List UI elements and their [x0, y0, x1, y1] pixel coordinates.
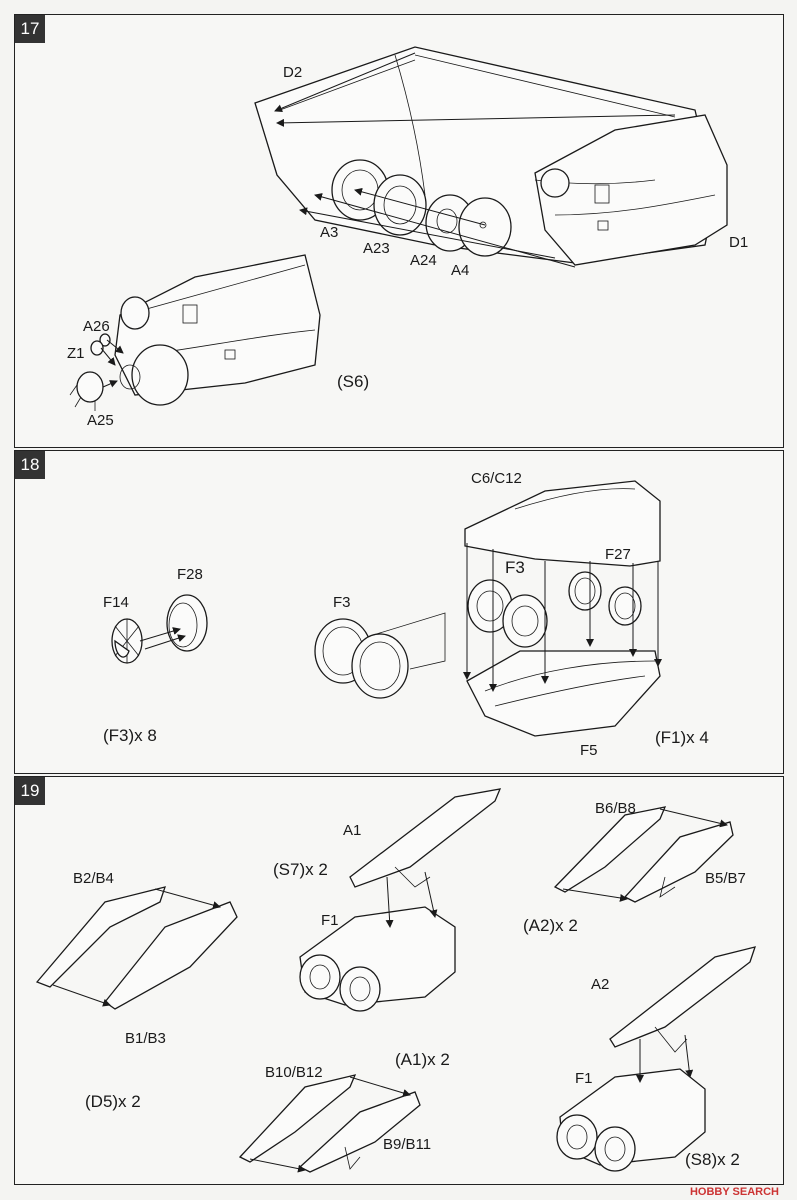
step-number: 18 [15, 451, 45, 479]
step-number: 19 [15, 777, 45, 805]
label-b1-b3: B1/B3 [125, 1030, 166, 1047]
label-a4: A4 [451, 262, 469, 279]
label-d2: D2 [283, 64, 302, 81]
part-f28 [166, 594, 208, 652]
part-f1-upper [299, 906, 456, 1012]
label-c6-c12: C6/C12 [471, 470, 522, 487]
label-f3-right: F3 [505, 558, 525, 577]
label-s7: (S7)x 2 [273, 860, 328, 879]
part-a25 [69, 371, 104, 411]
label-d1: D1 [729, 234, 748, 251]
label-a1: A1 [343, 822, 361, 839]
label-a26: A26 [83, 318, 110, 335]
part-a2 [609, 946, 756, 1053]
step-17-panel: 17 [14, 14, 784, 448]
part-a23 [373, 174, 427, 236]
step-18-panel: 18 [14, 450, 784, 774]
label-a2: A2 [591, 976, 609, 993]
label-f28: F28 [177, 566, 203, 583]
part-b1-b3 [104, 901, 238, 1010]
step-17-diagram: D2 D1 A3 A23 A24 A4 A26 Z1 A25 (S6) [67, 46, 748, 429]
label-f27: F27 [605, 546, 631, 563]
label-z1: Z1 [67, 345, 85, 362]
label-f3-left: F3 [333, 594, 351, 611]
part-c6-c12 [464, 480, 661, 567]
step-18-diagram: F28 F14 F3 C6/C12 F3 F27 F5 (F3)x 8 (F1)… [103, 470, 709, 759]
label-a2-qty: (A2)x 2 [523, 916, 578, 935]
label-a3: A3 [320, 224, 338, 241]
fuselage-part-d1 [534, 114, 728, 266]
part-f14 [111, 618, 143, 664]
label-f14: F14 [103, 594, 129, 611]
label-a24: A24 [410, 252, 437, 269]
label-s8: (S8)x 2 [685, 1150, 740, 1169]
step-19-diagram: A1 (S7)x 2 F1 B6/B8 B5/B7 (A2)x 2 B2/B4 … [35, 788, 756, 1173]
label-a25: A25 [87, 412, 114, 429]
label-d5: (D5)x 2 [85, 1092, 141, 1111]
label-f1-bottom: F1 [575, 1070, 593, 1087]
part-b2-b4 [35, 886, 166, 988]
label-f1-top: F1 [321, 912, 339, 929]
label-a1-qty: (A1)x 2 [395, 1050, 450, 1069]
label-f5: F5 [580, 742, 598, 759]
label-b2-b4: B2/B4 [73, 870, 114, 887]
part-b9-b11 [298, 1091, 421, 1173]
step-number: 17 [15, 15, 45, 43]
part-f27-left [568, 571, 602, 611]
part-f1-lower [556, 1068, 706, 1172]
watermark: HOBBY SEARCH [689, 1186, 779, 1198]
label-qty-f1: (F1)x 4 [655, 728, 709, 747]
label-a23: A23 [363, 240, 390, 257]
part-f3-twin-ring [314, 618, 409, 699]
part-z1 [90, 340, 104, 356]
label-qty-f3: (F3)x 8 [103, 726, 157, 745]
label-s6: (S6) [337, 372, 369, 391]
part-f27-right [608, 586, 642, 626]
part-b10-b12 [238, 1074, 357, 1163]
part-b5-b7 [623, 821, 734, 903]
part-b6-b8 [553, 806, 667, 893]
part-f3-fan-right [502, 594, 548, 648]
part-a1 [349, 788, 502, 888]
label-b6-b8: B6/B8 [595, 800, 636, 817]
label-b5-b7: B5/B7 [705, 870, 746, 887]
label-b10-b12: B10/B12 [265, 1064, 323, 1081]
part-a4 [458, 197, 512, 257]
step-19-panel: 19 [14, 776, 784, 1185]
part-a26 [99, 333, 111, 347]
part-f5 [466, 650, 661, 737]
assembled-nacelle-s6 [114, 254, 321, 406]
label-b9-b11: B9/B11 [383, 1136, 431, 1153]
